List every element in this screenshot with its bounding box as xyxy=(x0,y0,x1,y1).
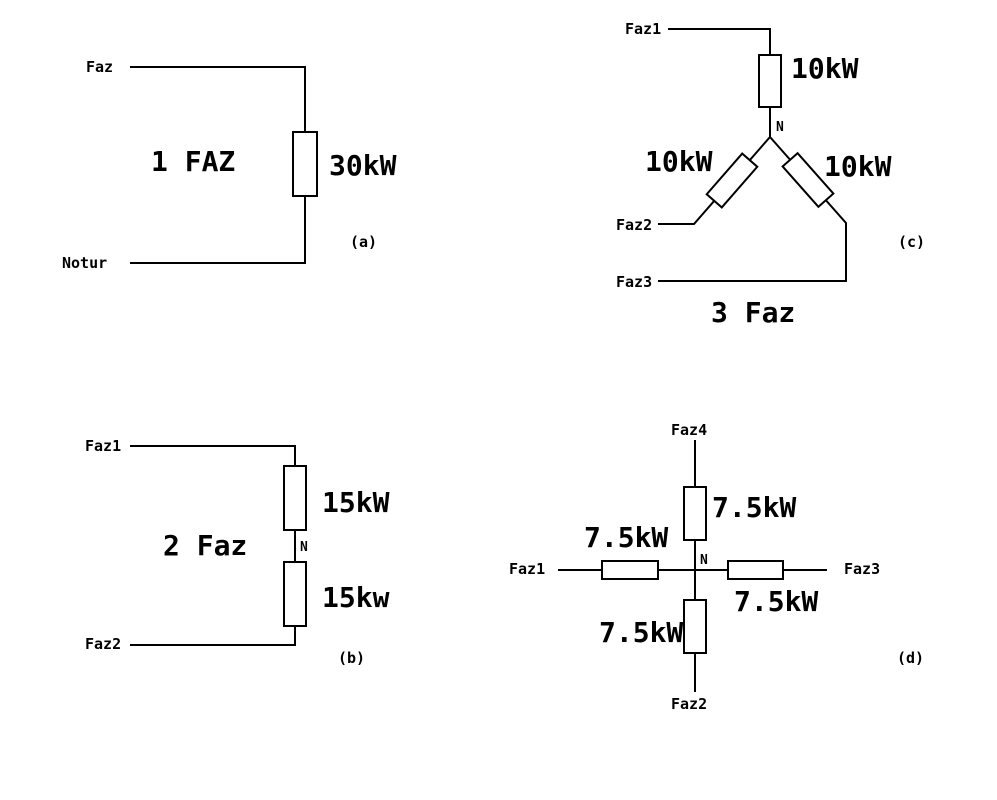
load-label: 7.5kW xyxy=(584,521,668,554)
terminal-label-faz2: Faz2 xyxy=(616,216,652,234)
load-label: 15kW xyxy=(322,486,390,519)
figure-caption: (a) xyxy=(350,233,377,251)
wire xyxy=(668,28,771,137)
diagram-two-phase: Faz1 Faz2 15kW N 15kw 2 Faz (b) xyxy=(85,437,390,667)
terminal-label-faz1: Faz1 xyxy=(509,560,545,578)
resistor-symbol xyxy=(283,465,307,531)
resistor-symbol xyxy=(292,131,318,197)
figure-caption: (d) xyxy=(897,649,924,667)
terminal-label-faz: Faz xyxy=(86,58,113,76)
figure-caption: (b) xyxy=(338,649,365,667)
neutral-node-label: N xyxy=(300,540,308,555)
terminal-label-faz1: Faz1 xyxy=(625,20,661,38)
load-label: 30kW xyxy=(329,149,397,182)
terminal-label-faz1: Faz1 xyxy=(85,437,121,455)
load-label: 10kW xyxy=(645,145,713,178)
load-label: 7.5kW xyxy=(599,616,683,649)
terminal-label-faz3: Faz3 xyxy=(616,273,652,291)
resistor-symbol xyxy=(758,54,782,108)
diagram-single-phase: Faz Notur 1 FAZ 30kW (a) xyxy=(62,58,397,272)
resistor-symbol xyxy=(705,152,759,209)
terminal-label-faz2: Faz2 xyxy=(671,695,707,713)
resistor-symbol xyxy=(683,486,707,541)
diagram-title: 1 FAZ xyxy=(151,145,235,178)
diagram-three-phase: Faz1 Faz2 Faz3 10kW 10kW 10kW N (c) 3 Fa… xyxy=(616,20,925,329)
terminal-label-notur: Notur xyxy=(62,254,107,272)
resistor-symbol xyxy=(781,151,835,209)
terminal-label-faz2: Faz2 xyxy=(85,635,121,653)
load-label: 10kW xyxy=(791,52,859,85)
diagram-title: 2 Faz xyxy=(163,529,247,562)
terminal-label-faz4: Faz4 xyxy=(671,421,707,439)
diagram-four-phase: Faz4 Faz1 Faz3 Faz2 7.5kW 7.5kW 7.5kW 7.… xyxy=(509,421,924,713)
diagram-title: 3 Faz xyxy=(711,296,795,329)
resistor-symbol xyxy=(727,560,784,580)
load-label: 7.5kW xyxy=(734,585,818,618)
resistor-symbol xyxy=(283,561,307,627)
load-label: 15kw xyxy=(322,581,390,614)
wire xyxy=(130,445,296,646)
load-label: 7.5kW xyxy=(712,491,796,524)
load-label: 10kW xyxy=(824,150,892,183)
neutral-node-label: N xyxy=(776,120,784,135)
resistor-symbol xyxy=(683,599,707,654)
resistor-symbol xyxy=(601,560,659,580)
neutral-node-label: N xyxy=(700,553,708,568)
figure-caption: (c) xyxy=(898,233,925,251)
terminal-label-faz3: Faz3 xyxy=(844,560,880,578)
